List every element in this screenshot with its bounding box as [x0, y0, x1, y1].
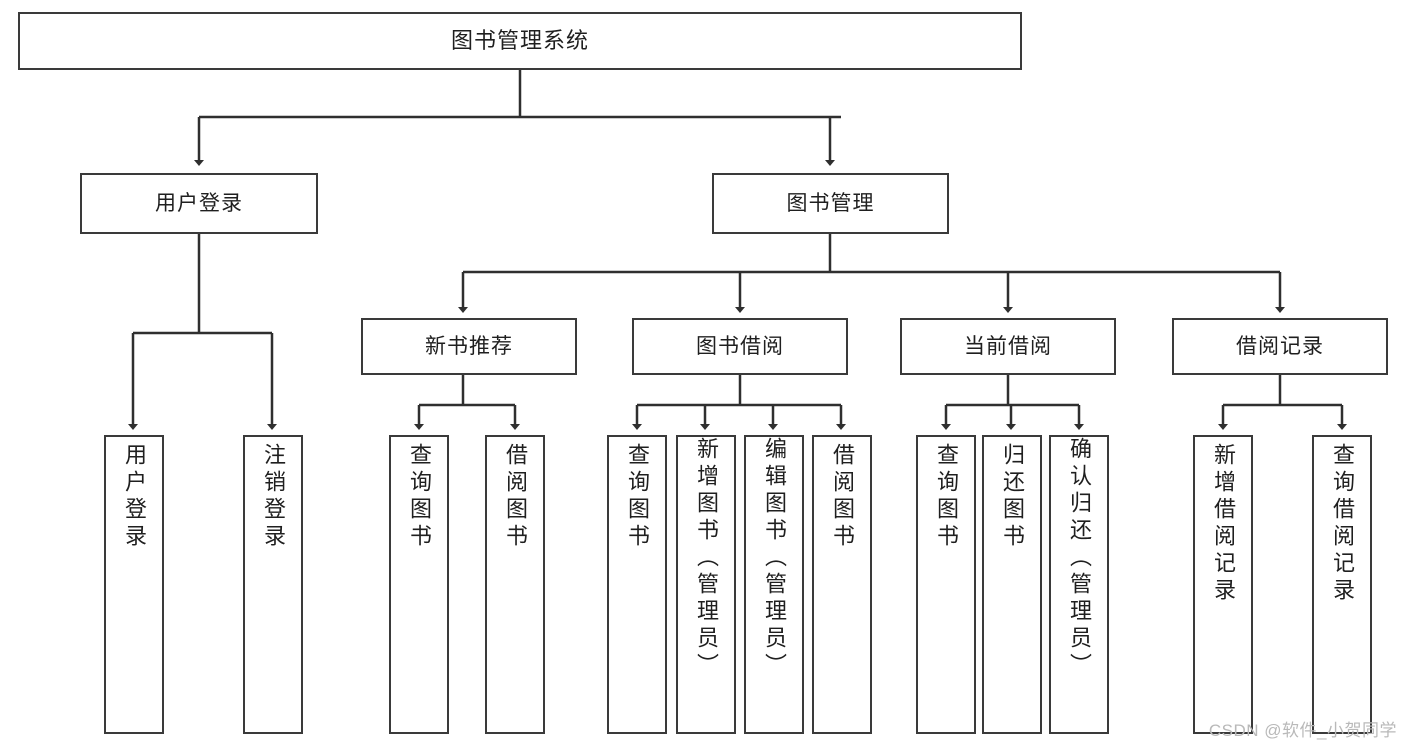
node-label: 查询图书: [934, 443, 959, 551]
node-label: 新增图书（管理员）: [694, 437, 719, 680]
leaf-return-book[interactable]: 归还图书: [982, 435, 1042, 734]
node-label: 查询图书: [407, 443, 432, 551]
node-label: 确认归还（管理员）: [1067, 437, 1092, 680]
leaf-query-borrow-record[interactable]: 查询借阅记录: [1312, 435, 1372, 734]
node-label: 借阅图书: [830, 443, 855, 551]
watermark-credit: CSDN @软件_小贺同学: [1208, 721, 1397, 740]
leaf-add-borrow-record[interactable]: 新增借阅记录: [1193, 435, 1253, 734]
leaf-query-book-borrow[interactable]: 查询图书: [607, 435, 667, 734]
node-label: 图书管理系统: [450, 27, 589, 53]
node-label: 新书推荐: [425, 334, 513, 358]
node-label: 新增借阅记录: [1211, 443, 1236, 605]
node-user-login[interactable]: 用户登录: [80, 173, 318, 234]
node-label: 查询图书: [625, 443, 650, 551]
leaf-add-book-admin[interactable]: 新增图书（管理员）: [676, 435, 736, 734]
node-label: 用户登录: [155, 191, 243, 215]
node-label: 用户登录: [122, 443, 147, 551]
node-label: 归还图书: [1000, 443, 1025, 551]
node-label: 编辑图书（管理员）: [762, 437, 787, 680]
node-label: 图书管理: [786, 191, 875, 215]
leaf-query-book-recommend[interactable]: 查询图书: [389, 435, 449, 734]
leaf-confirm-return-admin[interactable]: 确认归还（管理员）: [1049, 435, 1109, 734]
node-label: 注销登录: [261, 443, 286, 551]
leaf-user-login[interactable]: 用户登录: [104, 435, 164, 734]
node-label: 查询借阅记录: [1330, 443, 1355, 605]
node-borrow-record[interactable]: 借阅记录: [1172, 318, 1388, 375]
leaf-edit-book-admin[interactable]: 编辑图书（管理员）: [744, 435, 804, 734]
leaf-query-book-current[interactable]: 查询图书: [916, 435, 976, 734]
leaf-logout-login[interactable]: 注销登录: [243, 435, 303, 734]
node-label: 图书借阅: [696, 334, 784, 358]
node-root-system[interactable]: 图书管理系统: [18, 12, 1022, 70]
node-label: 借阅图书: [503, 443, 528, 551]
node-label: 当前借阅: [964, 334, 1052, 358]
leaf-borrow-book-recommend[interactable]: 借阅图书: [485, 435, 545, 734]
node-label: 借阅记录: [1236, 334, 1324, 358]
node-book-manage[interactable]: 图书管理: [712, 173, 949, 234]
node-new-book-recommend[interactable]: 新书推荐: [361, 318, 577, 375]
node-current-borrow[interactable]: 当前借阅: [900, 318, 1116, 375]
node-book-borrow[interactable]: 图书借阅: [632, 318, 848, 375]
leaf-borrow-book[interactable]: 借阅图书: [812, 435, 872, 734]
